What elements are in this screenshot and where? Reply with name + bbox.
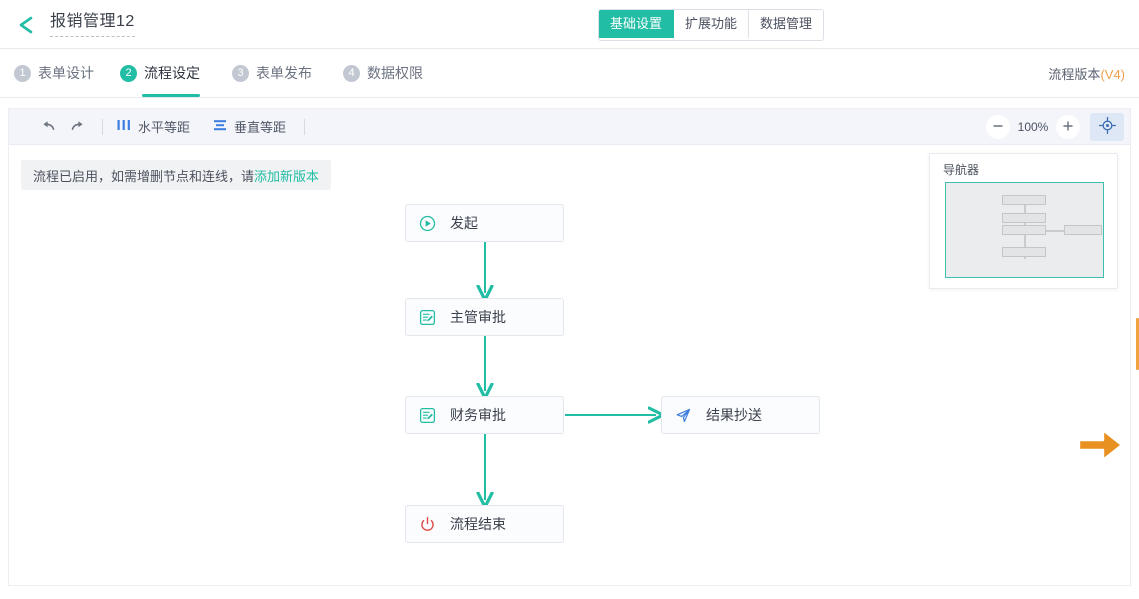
- process-enabled-notice: 流程已启用，如需增删节点和连线，请添加新版本: [21, 160, 332, 190]
- toolbar-divider-2: [304, 118, 306, 135]
- minus-icon: [992, 119, 1004, 135]
- flow-node-label: 主管审批: [450, 309, 506, 325]
- flow-node-finance-approval[interactable]: 财务审批: [405, 396, 564, 434]
- fit-to-screen-button[interactable]: [1090, 113, 1124, 141]
- flow-node-label: 财务审批: [450, 407, 506, 423]
- step-label: 流程设定: [144, 65, 200, 81]
- segment-basic-settings[interactable]: 基础设置: [599, 10, 675, 38]
- minimap-connector: [1040, 230, 1066, 232]
- navigator-minimap[interactable]: [945, 182, 1104, 278]
- add-new-version-link[interactable]: 添加新版本: [254, 168, 320, 184]
- zoom-in-button[interactable]: [1056, 115, 1080, 139]
- align-horizontal-button[interactable]: 水平等距: [112, 117, 194, 136]
- step-number: 1: [14, 64, 31, 82]
- step-number: 3: [232, 64, 249, 82]
- undo-button[interactable]: [33, 114, 63, 140]
- process-version-value: (V4): [1100, 67, 1125, 82]
- step-label: 数据权限: [367, 65, 423, 81]
- app-header: 报销管理12 基础设置 扩展功能 数据管理: [0, 0, 1139, 49]
- process-version[interactable]: 流程版本(V4): [1048, 64, 1125, 83]
- align-vertical-label: 垂直等距: [234, 120, 287, 135]
- process-version-label: 流程版本: [1048, 67, 1101, 82]
- step-tab-process-setup[interactable]: 2 流程设定: [120, 49, 200, 97]
- minimap-node: [1002, 247, 1046, 257]
- step-tabs: 1 表单设计 2 流程设定 3 表单发布 4 数据权限 流程版本(V4): [0, 49, 1139, 98]
- flow-node-label: 结果抄送: [706, 407, 762, 423]
- step-tab-data-permission[interactable]: 4 数据权限: [343, 49, 423, 97]
- segment-data-management[interactable]: 数据管理: [749, 10, 824, 38]
- redo-button[interactable]: [63, 114, 93, 140]
- flow-node-label: 流程结束: [450, 516, 506, 532]
- minimap-node: [1002, 225, 1046, 235]
- back-button[interactable]: [12, 11, 40, 39]
- step-number: 4: [343, 64, 360, 82]
- flow-node-label: 发起: [450, 215, 478, 231]
- navigator-panel: 导航器: [929, 153, 1118, 289]
- mode-segmented-control: 基础设置 扩展功能 数据管理: [598, 9, 825, 41]
- zoom-controls: 100%: [986, 109, 1124, 145]
- page-title[interactable]: 报销管理12: [50, 12, 135, 37]
- flow-canvas-area[interactable]: 水平等距 垂直等距 100%: [8, 108, 1131, 586]
- play-circle-icon: [419, 215, 436, 232]
- approval-form-icon: [419, 407, 436, 424]
- notice-text: 流程已启用，如需增删节点和连线，请: [33, 168, 255, 184]
- zoom-out-button[interactable]: [986, 115, 1010, 139]
- chevron-left-icon: [17, 15, 35, 35]
- step-tab-form-publish[interactable]: 3 表单发布: [232, 49, 312, 97]
- horizontal-distribute-icon: [116, 118, 132, 135]
- toolbar-divider: [102, 118, 103, 135]
- minimap-node: [1064, 225, 1102, 235]
- align-horizontal-label: 水平等距: [138, 120, 191, 135]
- navigator-title: 导航器: [943, 163, 980, 177]
- undo-arrow-icon: [40, 118, 56, 135]
- align-vertical-button[interactable]: 垂直等距: [208, 117, 290, 136]
- flow-node-result-cc[interactable]: 结果抄送: [661, 396, 820, 434]
- canvas-toolbar: 水平等距 垂直等距 100%: [9, 109, 1130, 145]
- flow-node-end[interactable]: 流程结束: [405, 505, 564, 543]
- minimap-node: [1002, 213, 1046, 223]
- right-panel-edge-highlight[interactable]: [1136, 318, 1139, 370]
- minimap-node: [1002, 195, 1046, 205]
- step-label: 表单设计: [38, 65, 94, 81]
- send-plane-icon: [675, 407, 692, 424]
- power-off-icon: [419, 516, 436, 533]
- redo-arrow-icon: [70, 118, 86, 135]
- zoom-level-value: 100%: [1017, 120, 1049, 134]
- crosshair-target-icon: [1098, 116, 1116, 137]
- plus-icon: [1062, 119, 1074, 135]
- approval-form-icon: [419, 309, 436, 326]
- step-label: 表单发布: [256, 65, 312, 81]
- vertical-distribute-icon: [212, 118, 228, 135]
- step-tab-form-design[interactable]: 1 表单设计: [14, 49, 94, 97]
- flow-node-manager-approval[interactable]: 主管审批: [405, 298, 564, 336]
- segment-extensions[interactable]: 扩展功能: [674, 10, 750, 38]
- right-arrow-pointer-icon: [1077, 425, 1125, 465]
- step-number: 2: [120, 64, 137, 82]
- flow-node-start[interactable]: 发起: [405, 204, 564, 242]
